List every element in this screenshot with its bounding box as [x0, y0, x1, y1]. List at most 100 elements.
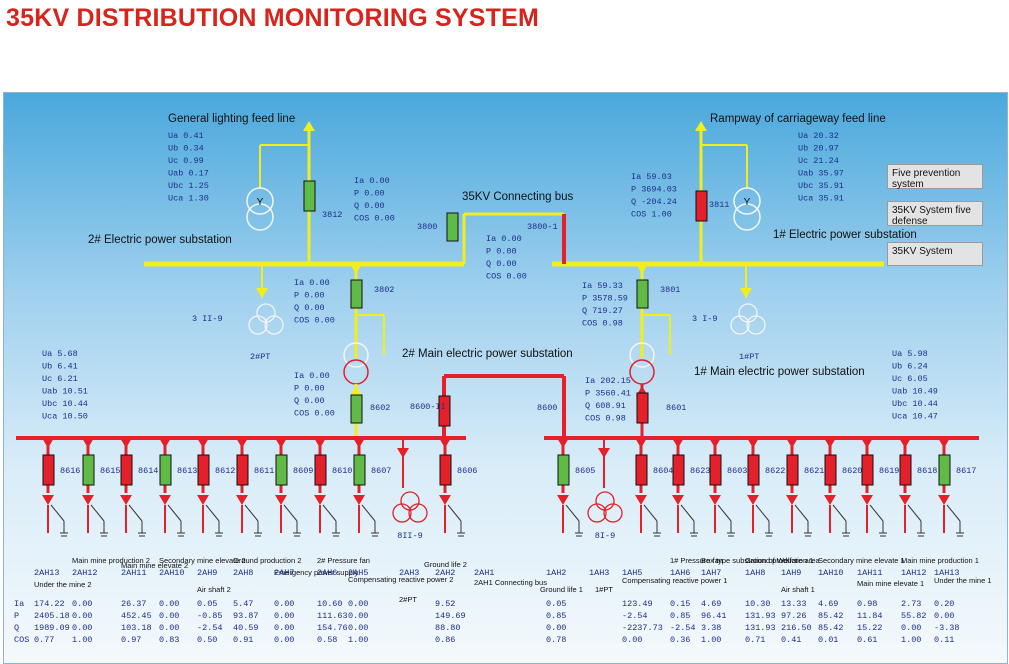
- table-cell: 26.37: [121, 599, 147, 609]
- breaker-code-label: 8606: [457, 466, 477, 476]
- meter-8601-line: P 3560.41: [585, 389, 631, 399]
- feeder-out-arrow-icon: [275, 495, 287, 505]
- table-cell: 0.77: [34, 635, 54, 645]
- breaker-8607[interactable]: [353, 454, 366, 486]
- feeder-out-arrow-icon: [635, 495, 647, 505]
- feeder-switch: [90, 504, 105, 522]
- feeder-switch: [283, 504, 298, 522]
- breaker-8621[interactable]: [786, 454, 799, 486]
- voltage-readout-2-line: Ub 6.41: [42, 362, 78, 372]
- breaker-8616[interactable]: [42, 454, 55, 486]
- breaker-3800[interactable]: [446, 212, 459, 242]
- breaker-8617[interactable]: [938, 454, 951, 486]
- breaker-3801[interactable]: [636, 279, 649, 309]
- breaker-8612[interactable]: [197, 454, 210, 486]
- lighting-voltage-readout-line: Ubc 1.25: [168, 181, 209, 191]
- meter-3802-line: P 0.00: [294, 291, 325, 301]
- table-cell: 0.00: [274, 623, 294, 633]
- table-cell: 0.00: [348, 599, 368, 609]
- table-cell: 0.11: [934, 635, 954, 645]
- table-col-code: 2AH10: [159, 568, 185, 578]
- breaker-8601[interactable]: [636, 392, 649, 424]
- 35kv-system-button[interactable]: 35KV System: [887, 242, 983, 266]
- rampway-feeder-label: Rampway of carriageway feed line: [710, 113, 886, 125]
- table-cell: 55.82: [901, 611, 927, 621]
- rampway-transformer-icon-symbol: Y: [744, 197, 751, 208]
- breaker-code-label: 8604: [653, 466, 673, 476]
- feeder-arrow-icon: [824, 438, 836, 448]
- feeder-switch: [643, 504, 658, 522]
- breaker-8600-ii[interactable]: [438, 395, 451, 427]
- breaker-code-label: 8613: [177, 466, 197, 476]
- breaker-8600-ii-label: 8600-II: [410, 402, 446, 412]
- table-col-code: 2AH5: [348, 568, 368, 578]
- voltage-readout-1-line: Ub 6.24: [892, 362, 928, 372]
- five-prevention-button[interactable]: Five prevention system: [887, 164, 983, 190]
- breaker-3812[interactable]: [303, 180, 316, 212]
- pt-8ii9-label: 8II-9: [397, 531, 423, 541]
- breaker-8606[interactable]: [439, 454, 452, 486]
- breaker-8623[interactable]: [672, 454, 685, 486]
- table-cell: 0.00: [72, 623, 92, 633]
- breaker-8602[interactable]: [350, 394, 363, 424]
- meter-3811-line: P 3694.03: [631, 185, 677, 195]
- feeder-arrow-icon: [353, 438, 365, 448]
- breaker-8615[interactable]: [82, 454, 95, 486]
- breaker-3811[interactable]: [695, 190, 708, 222]
- table-col-code: 1AH12: [901, 568, 927, 578]
- breaker-8611[interactable]: [236, 454, 249, 486]
- feeder-out-arrow-icon: [82, 495, 94, 505]
- table-cell: 0.00: [274, 635, 294, 645]
- breaker-8609[interactable]: [275, 454, 288, 486]
- main-substation-1-label: 1# Main electric power substation: [694, 366, 865, 378]
- breaker-8613[interactable]: [159, 454, 172, 486]
- feeder-out-arrow-icon: [709, 495, 721, 505]
- table-cell: 0.20: [934, 599, 954, 609]
- table-cell: 2.73: [901, 599, 921, 609]
- table-cell: 2405.18: [34, 611, 70, 621]
- rampway-voltage-readout-line: Uca 35.91: [798, 194, 844, 204]
- rampway-transformer-icon: [733, 187, 761, 215]
- main-transformer-2-bottom: [343, 359, 369, 385]
- breaker-8620[interactable]: [824, 454, 837, 486]
- table-cell: 0.00: [72, 599, 92, 609]
- general-lighting-arrow-icon: [303, 121, 315, 131]
- meter-8602-line: P 0.00: [294, 384, 325, 394]
- breaker-8610[interactable]: [314, 454, 327, 486]
- main-transformer-1-top: [629, 342, 655, 368]
- feeder-out-arrow-icon: [159, 495, 171, 505]
- table-cell: 0.00: [348, 611, 368, 621]
- rampway-arrow-icon: [695, 121, 707, 131]
- breaker-8614[interactable]: [120, 454, 133, 486]
- feeder-switch: [361, 504, 376, 522]
- lighting-transformer-icon-symbol: Y: [257, 197, 264, 208]
- feeder-arrow-icon: [786, 438, 798, 448]
- feeder-switch: [447, 504, 462, 522]
- meter-connecting-bus-line: Ia 0.00: [486, 234, 522, 244]
- feeder-3801-arrow-icon: [636, 264, 648, 274]
- meter-3811-line: Ia 59.03: [631, 172, 672, 182]
- breaker-8603[interactable]: [709, 454, 722, 486]
- feeder-switch: [205, 504, 220, 522]
- breaker-8605[interactable]: [557, 454, 570, 486]
- meter-3801-line: Ia 59.33: [582, 281, 623, 291]
- breaker-8600-label: 8600: [537, 403, 557, 413]
- voltage-readout-2-line: Uc 6.21: [42, 374, 78, 384]
- breaker-code-label: 8617: [956, 466, 976, 476]
- feeder-out-arrow-icon: [747, 495, 759, 505]
- breaker-8619[interactable]: [861, 454, 874, 486]
- voltage-readout-2-line: Uab 10.51: [42, 387, 88, 397]
- breaker-8622[interactable]: [747, 454, 760, 486]
- feeder-name-label: Ground production 2: [233, 556, 301, 565]
- breaker-8618[interactable]: [899, 454, 912, 486]
- feeder-out-arrow-icon: [42, 495, 54, 505]
- feeder-arrow-icon: [275, 438, 287, 448]
- breaker-code-label: 8610: [332, 466, 352, 476]
- breaker-3802[interactable]: [350, 279, 363, 309]
- table-cell: 0.05: [197, 599, 217, 609]
- breaker-8604[interactable]: [635, 454, 648, 486]
- feeder-switch: [565, 504, 580, 522]
- feeder-out-arrow-icon: [557, 495, 569, 505]
- system-five-defense-button[interactable]: 35KV System five defense: [887, 201, 983, 227]
